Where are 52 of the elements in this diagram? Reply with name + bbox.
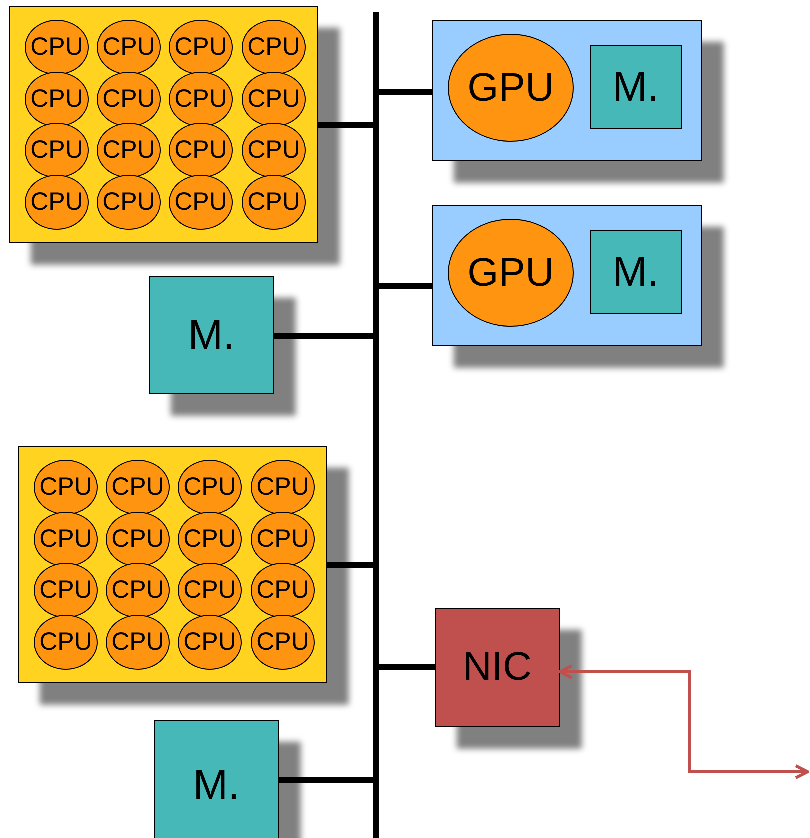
network-interface: NIC: [435, 608, 560, 727]
cpu-core: CPU: [34, 512, 98, 567]
bus-connector: [379, 283, 432, 289]
cpu-core: CPU: [97, 123, 161, 178]
cpu-core: CPU: [251, 460, 315, 515]
cpu-core: CPU: [106, 615, 170, 670]
cpu-core: CPU: [34, 460, 98, 515]
memory-block: M.: [154, 720, 279, 838]
bus-connector: [279, 777, 373, 783]
cpu-core: CPU: [242, 123, 306, 178]
gpu-chip: GPU: [448, 34, 574, 142]
cpu-core: CPU: [251, 512, 315, 567]
cpu-core: CPU: [242, 175, 306, 230]
cpu-core: CPU: [169, 72, 233, 127]
cpu-core: CPU: [169, 123, 233, 178]
processor-package: [9, 6, 318, 243]
gpu-card: [432, 20, 702, 161]
cpu-core: CPU: [34, 615, 98, 670]
cpu-core: CPU: [34, 563, 98, 618]
cpu-core: CPU: [106, 563, 170, 618]
bus-connector: [327, 562, 373, 568]
cpu-core: CPU: [97, 72, 161, 127]
gpu-card: [432, 205, 702, 346]
cpu-core: CPU: [242, 72, 306, 127]
gpu-chip: GPU: [448, 219, 574, 327]
cpu-core: CPU: [251, 615, 315, 670]
bus-connector: [318, 122, 373, 128]
processor-package: [18, 446, 327, 683]
cpu-core: CPU: [178, 460, 242, 515]
cpu-core: CPU: [97, 175, 161, 230]
cpu-core: CPU: [25, 123, 89, 178]
memory-block: M.: [149, 276, 274, 394]
bus-connector: [379, 664, 435, 670]
cpu-core: CPU: [251, 563, 315, 618]
cpu-core: CPU: [106, 512, 170, 567]
cpu-core: CPU: [25, 175, 89, 230]
cpu-core: CPU: [178, 563, 242, 618]
cpu-core: CPU: [25, 72, 89, 127]
cpu-core: CPU: [106, 460, 170, 515]
cpu-core: CPU: [169, 175, 233, 230]
memory-block: M.: [590, 45, 682, 129]
cpu-core: CPU: [25, 20, 89, 75]
bus-connector: [274, 333, 373, 339]
cpu-core: CPU: [169, 20, 233, 75]
cpu-core: CPU: [178, 512, 242, 567]
system-bus: [373, 12, 379, 838]
bus-connector: [379, 89, 432, 95]
cpu-core: CPU: [97, 20, 161, 75]
memory-block: M.: [590, 230, 682, 314]
double-arrow: [558, 664, 810, 780]
cpu-core: CPU: [178, 615, 242, 670]
cpu-core: CPU: [242, 20, 306, 75]
